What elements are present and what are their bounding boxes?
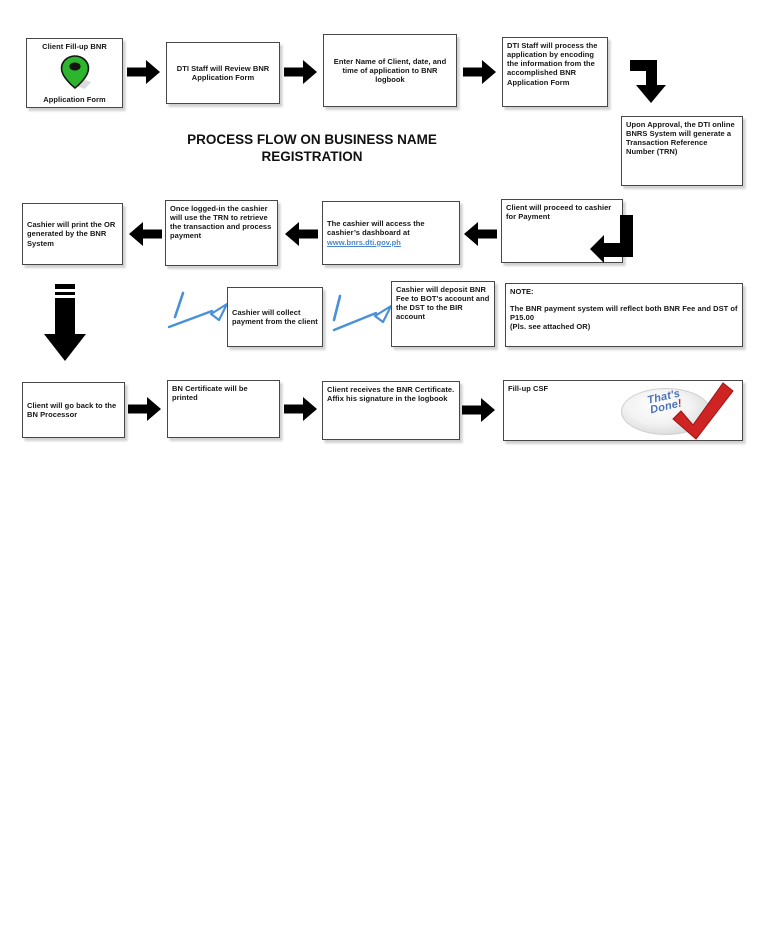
step-logbook-box: Enter Name of Client, date, and time of … bbox=[323, 34, 457, 107]
checkmark-icon bbox=[672, 382, 734, 440]
arrow-left-icon bbox=[129, 222, 162, 246]
step-encode-box: DTI Staff will process the application b… bbox=[502, 37, 608, 107]
step-label: DTI Staff will process the application b… bbox=[507, 41, 598, 87]
note-footer: (Pls. see attached OR) bbox=[510, 322, 591, 332]
page-title-line1: PROCESS FLOW ON BUSINESS NAME bbox=[187, 132, 437, 147]
step-label: DTI Staff will Review BNR Application Fo… bbox=[176, 63, 270, 82]
step-label: Application Form bbox=[43, 94, 106, 104]
arrow-right-icon bbox=[462, 398, 495, 422]
step-label: Client Fill-up BNR bbox=[42, 42, 107, 51]
step-label: Client will go back to the BN Processor bbox=[27, 400, 117, 419]
step-certificate-box: BN Certificate will be printed bbox=[167, 380, 280, 438]
elbow-arrow-left-icon bbox=[590, 215, 633, 263]
arrow-right-icon bbox=[463, 60, 496, 84]
arrow-right-icon bbox=[127, 60, 160, 84]
hand-drawn-arrow-icon bbox=[167, 291, 229, 329]
step-label: Cashier will collect payment from the cl… bbox=[232, 307, 318, 326]
page-title: PROCESS FLOW ON BUSINESS NAME REGISTRATI… bbox=[131, 132, 493, 166]
step-retrieve-box: Once logged-in the cashier will use the … bbox=[165, 200, 278, 266]
step-label: Enter Name of Client, date, and time of … bbox=[333, 56, 447, 85]
step-label: Cashier will deposit BNR Fee to BOT's ac… bbox=[396, 285, 490, 322]
step-csf-box: Fill-up CSF That's Done! bbox=[503, 380, 743, 441]
arrow-right-icon bbox=[284, 60, 317, 84]
arrow-left-icon bbox=[464, 222, 497, 246]
elbow-arrow-down-icon bbox=[630, 60, 666, 103]
arrow-right-icon bbox=[284, 397, 317, 421]
page-title-line2: REGISTRATION bbox=[261, 148, 363, 164]
step-dashboard-box: The cashier will access the cashier’s da… bbox=[322, 201, 460, 265]
note-box: NOTE: The BNR payment system will reflec… bbox=[505, 283, 743, 347]
step-go-back-box: Client will go back to the BN Processor bbox=[22, 382, 125, 438]
step-receives-box: Client receives the BNR Certificate. Aff… bbox=[322, 381, 460, 440]
step-label: BN Certificate will be printed bbox=[172, 384, 248, 403]
arrow-right-icon bbox=[128, 397, 161, 421]
step-print-or-box: Cashier will print the OR generated by t… bbox=[22, 203, 123, 265]
step-client-fillup-box: Client Fill-up BNR Application Form bbox=[26, 38, 123, 108]
hand-drawn-arrow-icon bbox=[332, 294, 393, 332]
step-trn-box: Upon Approval, the DTI online BNRS Syste… bbox=[621, 116, 743, 186]
step-label: Once logged-in the cashier will use the … bbox=[170, 204, 272, 241]
note-body: The BNR payment system will reflect both… bbox=[510, 304, 738, 323]
arrow-down-icon bbox=[44, 284, 86, 361]
map-pin-icon bbox=[60, 55, 91, 90]
step-label: Client receives the BNR Certificate. Aff… bbox=[327, 385, 455, 404]
note-heading: NOTE: bbox=[510, 287, 534, 296]
step-label: Upon Approval, the DTI online BNRS Syste… bbox=[626, 120, 735, 157]
step-collect-payment-box: Cashier will collect payment from the cl… bbox=[227, 287, 323, 347]
step-deposit-box: Cashier will deposit BNR Fee to BOT's ac… bbox=[391, 281, 495, 347]
arrow-left-icon bbox=[285, 222, 318, 246]
thats-done-badge: That's Done! bbox=[619, 382, 737, 440]
step-label: Cashier will print the OR generated by t… bbox=[27, 220, 116, 248]
bnrs-link[interactable]: www.bnrs.dti.gov.ph bbox=[327, 237, 401, 247]
dashboard-text: The cashier will access the cashier’s da… bbox=[327, 219, 425, 238]
step-label: Fill-up CSF bbox=[508, 384, 549, 393]
step-review-box: DTI Staff will Review BNR Application Fo… bbox=[166, 42, 280, 104]
step-label: Client will proceed to cashier for Payme… bbox=[506, 203, 612, 222]
step-label: The cashier will access the cashier’s da… bbox=[327, 219, 455, 246]
